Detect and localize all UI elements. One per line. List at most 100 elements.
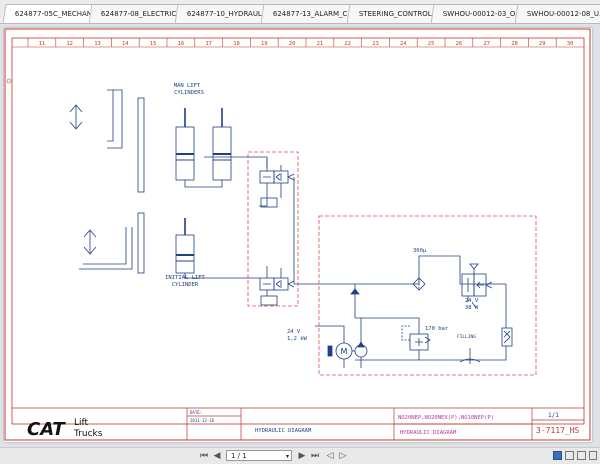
tab-hydraulic[interactable]: 624877-10_HYDRAUL... [174, 4, 266, 23]
mast-upper-rail [137, 97, 145, 193]
ruler-label: 23 [372, 41, 379, 47]
valve-power: 38 W [465, 305, 479, 311]
valve-lower-solenoid [260, 295, 278, 306]
tab-swhou-08[interactable]: SWHOU-00012-08_U... [514, 4, 600, 23]
main-lift-label-2: CYLINDERS [174, 90, 204, 96]
ruler-label: 18 [233, 41, 240, 47]
mast-lower-rail [137, 212, 145, 274]
main-lift-cylinder-right [212, 126, 232, 161]
ruler-label: 24 [400, 41, 407, 47]
tab-label: 624877-13_ALARM_C... [272, 10, 352, 18]
single-page-view-button[interactable] [553, 451, 562, 460]
title-right: HYDRAULIC DIAGRAM [400, 430, 457, 436]
cat-logo: CAT [27, 419, 66, 440]
ruler-label: 25 [428, 41, 435, 47]
relief-pilot-line [401, 325, 410, 341]
relief-supply-line [361, 317, 420, 334]
tab-alarm[interactable]: 624877-13_ALARM_C... [260, 4, 352, 23]
tab-label: SWHOU-00012-08_U... [527, 10, 600, 18]
logo-sub-1: Lift [74, 418, 89, 428]
tab-label: STEERING_CONTROL... [358, 10, 436, 18]
prev-page-icon[interactable]: ◀ [213, 451, 221, 461]
tab-label: SWHOU-00012-03_O... [443, 10, 520, 18]
ruler-label: 20 [289, 41, 296, 47]
motor-terminal [327, 345, 333, 357]
directional-valve-drain [467, 296, 477, 309]
valve-upper-symbols [263, 173, 282, 181]
tank-label: FILLING [457, 334, 476, 340]
valve-upper-solenoid [260, 197, 278, 208]
first-page-icon[interactable]: ⏮ [199, 451, 209, 461]
main-lift-supply-line [204, 156, 268, 168]
motor-power: 1,2 kW [287, 336, 308, 342]
initial-lift-label-1: INITIAL LIFT [165, 275, 205, 281]
ruler-label: 17 [205, 41, 212, 47]
continuous-view-button[interactable] [565, 451, 574, 460]
return-filter-symbol [503, 330, 511, 344]
ruler-label: 15 [150, 41, 157, 47]
drawing-number: 3-7117_HS [536, 426, 580, 435]
ruler-label: 29 [539, 41, 546, 47]
relief-valve-symbols [415, 336, 431, 346]
tab-bar: 624877-05C_MECHAN... 624877-08_ELECTRIC.… [0, 0, 600, 24]
cylinder-base-right [212, 159, 232, 181]
facing-continuous-view-button[interactable] [589, 451, 597, 460]
return-filter-icon [501, 327, 513, 347]
ruler-label: 27 [483, 41, 490, 47]
directional-valve-pilot [469, 263, 479, 274]
motor-voltage: 24 V [287, 329, 301, 335]
ruler-label: 26 [456, 41, 463, 47]
lift-arrow-heads-lower [83, 229, 97, 255]
ruler-label: 11 [39, 41, 46, 47]
return-line [355, 284, 507, 361]
next-page-icon[interactable]: ▶ [298, 451, 306, 461]
mast-upper-inner [107, 90, 114, 142]
chevron-down-icon: ▾ [285, 453, 289, 460]
lowering-valve-group-box [247, 151, 299, 307]
lowering-return-line [293, 177, 304, 285]
motor-leads [315, 325, 345, 368]
forward-view-icon[interactable]: ▷ [339, 451, 347, 461]
ruler-label: 22 [344, 41, 351, 47]
mast-lower-inner [83, 227, 127, 265]
filter-icon [412, 277, 426, 291]
tab-label: 624877-08_ELECTRIC... [100, 10, 180, 18]
facing-view-button[interactable] [577, 451, 586, 460]
model-list: NO20NEP,NO20NEX(P),NO10NEP(P) [398, 415, 494, 421]
motor-symbol: M [341, 347, 348, 356]
cylinder-link-line [184, 180, 223, 188]
tab-mechanical[interactable]: 624877-05C_MECHAN... [2, 4, 94, 23]
power-unit-group-box [318, 215, 537, 376]
sheet-number: 1/1 [548, 412, 559, 419]
initial-lift-cylinder [175, 234, 195, 262]
ruler-label: 21 [317, 41, 324, 47]
tab-swhou-03[interactable]: SWHOU-00012-03_O... [430, 4, 520, 23]
last-page-icon[interactable]: ⏭ [310, 451, 320, 461]
cylinder-base-initial [175, 260, 195, 274]
tab-steering-control[interactable]: STEERING_CONTROL... [346, 4, 436, 23]
binder-hole [6, 78, 12, 84]
directional-valve-spring [485, 281, 493, 289]
valve-lower-spring [287, 280, 295, 288]
check-valve-icon [350, 288, 360, 295]
ruler-label: 19 [261, 41, 268, 47]
page-number-input[interactable]: 1 / 1 ▾ [226, 450, 292, 461]
ruler-label: 16 [178, 41, 185, 47]
directional-valve-symbols [467, 278, 484, 292]
ruler-label: 12 [66, 41, 73, 47]
cylinder-base-left [175, 159, 195, 181]
lift-arrow-heads-upper [69, 104, 83, 130]
tab-label: 624877-05C_MECHAN... [14, 10, 94, 18]
tab-electric[interactable]: 624877-08_ELECTRIC... [88, 4, 180, 23]
ruler-label: 30 [567, 41, 574, 47]
page-indicator: 1 / 1 [231, 452, 247, 460]
back-view-icon[interactable]: ◁ [326, 451, 334, 461]
logo-sub-2: Trucks [73, 429, 103, 439]
mast-lower-frame [79, 227, 133, 270]
navigation-bar: ⏮ ◀ 1 / 1 ▾ ▶ ⏭ ◁ ▷ [0, 447, 600, 464]
tab-label: 624877-10_HYDRAUL... [186, 10, 266, 18]
valve-lower-ports [266, 266, 282, 278]
